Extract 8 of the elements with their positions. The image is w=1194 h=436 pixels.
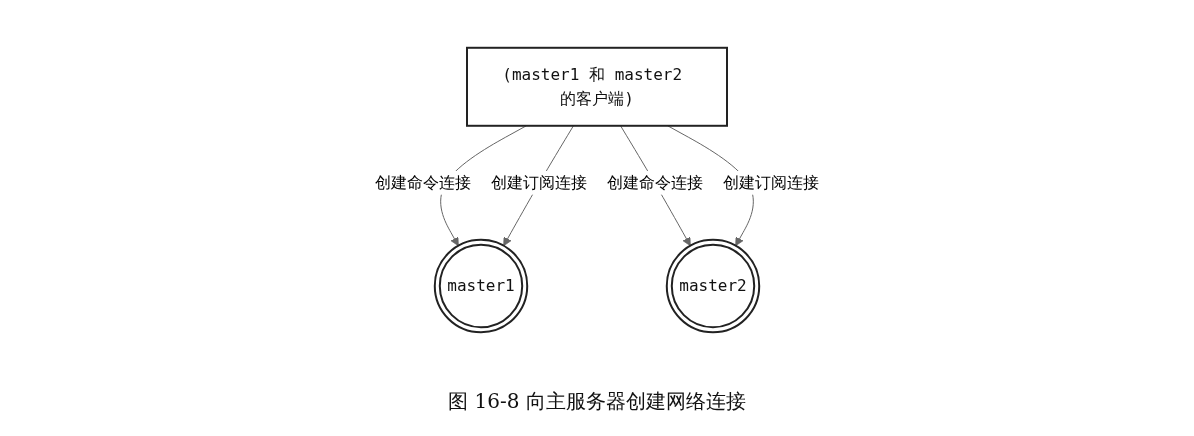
edge-label: 创建订阅连接	[491, 172, 587, 192]
figure-caption: 图 16-8 向主服务器创建网络连接	[448, 389, 746, 413]
node-box: (master1 和 master2 的客户端)	[466, 46, 728, 127]
edge-label: 创建命令连接	[375, 172, 471, 192]
node-circle: master1	[433, 238, 529, 334]
node-circle: master2	[665, 238, 761, 334]
edge-label: 创建订阅连接	[723, 172, 819, 192]
edge-label: 创建命令连接	[607, 172, 703, 192]
